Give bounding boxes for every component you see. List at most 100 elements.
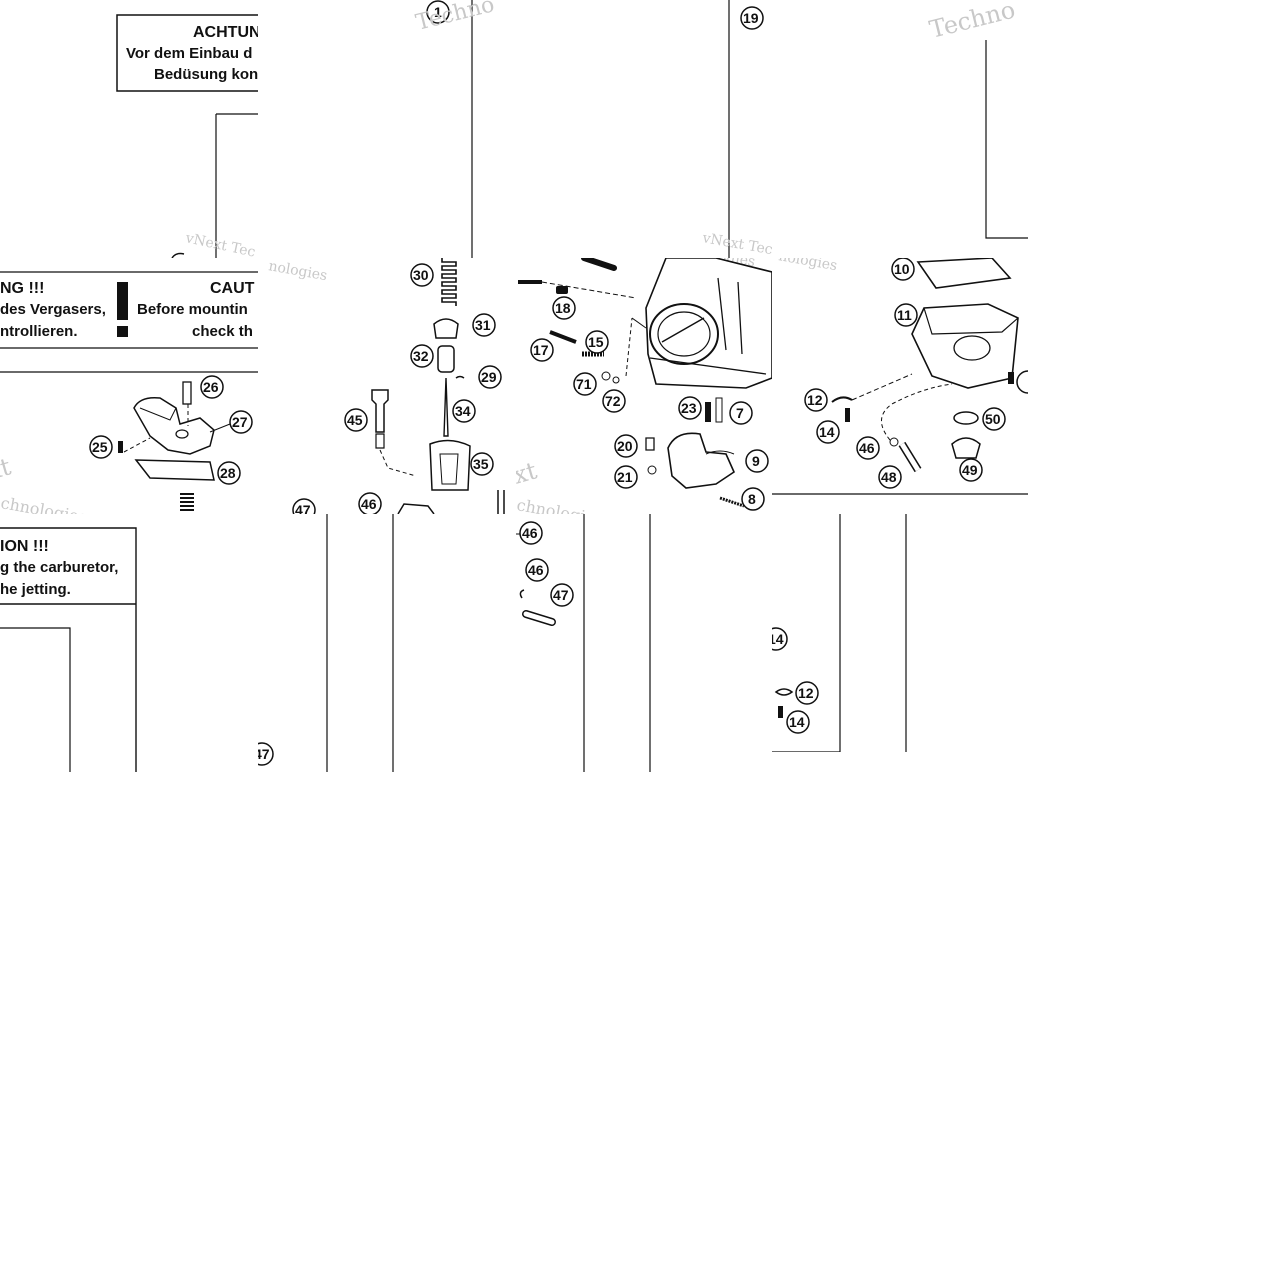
warning-de-line2: Bedüsung kon (154, 66, 258, 83)
spring-part (180, 493, 194, 511)
tile-bottom-left-svg: ION !!! g the carburetor, he jetting. (0, 527, 137, 772)
part-detail (661, 317, 705, 343)
exclamation-icon (117, 282, 128, 320)
tile-top-right: Techno (772, 0, 1028, 258)
callout-9: 9 (752, 453, 760, 469)
part-detail (953, 335, 991, 361)
callout-circle (856, 436, 880, 460)
float-bowl-part (911, 303, 1019, 389)
callout-47-bottom: 47 (258, 746, 270, 762)
tile-top-middle: 1 Techno (258, 0, 516, 258)
callout-circle (573, 372, 597, 396)
float-chamber-top (397, 503, 435, 514)
callout-circle (786, 710, 810, 734)
part-detail (649, 357, 767, 375)
callout-circle (550, 583, 574, 607)
callout-47: 47 (295, 502, 311, 514)
tile-bottom-right-svg: 14 12 14 (772, 514, 907, 752)
watermark: xt (516, 456, 540, 489)
tile-carb-body: nologies 18 17 15 71 72 (516, 258, 772, 514)
accelerator-pump-part (667, 432, 736, 489)
needle-part (443, 377, 449, 437)
drain-plug-part (951, 437, 981, 459)
callout-25: 25 (92, 439, 108, 455)
tile-bottom-right: 14 12 14 (772, 514, 1028, 752)
callout-circle (602, 389, 626, 413)
callout-circle (678, 396, 702, 420)
callout-circle (89, 435, 113, 459)
venturi-inner (657, 311, 711, 357)
callout-circle (525, 558, 549, 582)
tile-mid-left-svg: NG !!! des Vergasers, ntrollieren. CAUT … (0, 271, 258, 514)
warning-box-en (0, 527, 137, 772)
clip-holder-part (437, 345, 455, 373)
callout-circle (478, 365, 502, 389)
leader-line (851, 373, 913, 401)
frame-line (985, 40, 1028, 239)
callout-50: 50 (985, 411, 1001, 427)
tile-center-svg: nologies 30 31 32 29 34 45 35 (267, 258, 505, 514)
callout-circle (614, 434, 638, 458)
jet-part (371, 389, 389, 433)
watermark: chnologies (0, 493, 88, 514)
callout-15: 15 (588, 334, 604, 350)
leader-line (881, 383, 953, 441)
slide-spring-part (441, 258, 457, 306)
warning-en-title-left: ION !!! (0, 538, 49, 555)
callout-circle (772, 627, 788, 651)
spring-part (556, 286, 568, 294)
callout-32: 32 (413, 348, 429, 364)
callout-circle (344, 408, 368, 432)
frame-line (772, 514, 841, 752)
warning-box-de (116, 14, 258, 92)
tile-top-left-svg: ACHTUN Vor dem Einbau d Bedüsung kon vNe… (116, 14, 258, 258)
callout-49: 49 (962, 462, 978, 478)
o-ring-part (601, 371, 611, 381)
tile-bottom-center-right: 46 46 47 (516, 514, 772, 772)
callout-14-bottom-b: 14 (789, 714, 805, 730)
callout-47-bottom-b: 47 (553, 587, 569, 603)
cap-part (433, 318, 459, 339)
warning-de-title-left: NG !!! (0, 280, 44, 297)
exclamation-dot-icon (117, 326, 128, 337)
callout-10: 10 (894, 261, 910, 277)
callout-20: 20 (617, 438, 633, 454)
part-detail (923, 307, 1019, 335)
callout-30: 30 (413, 267, 429, 283)
tile-bottom-center-svg: 47 (258, 514, 394, 772)
frame-line (0, 627, 71, 772)
frame-line (215, 113, 258, 258)
callout-circle (741, 487, 765, 511)
callout-46-bottom-a: 46 (522, 525, 538, 541)
callout-7: 7 (736, 405, 744, 421)
warning-de-line2-left: ntrollieren. (0, 323, 78, 340)
bowl-gasket-part (916, 258, 1012, 289)
tile-carb-body-svg: nologies 18 17 15 71 72 (516, 258, 772, 514)
leader-line (209, 423, 231, 433)
tile-center: nologies 30 31 32 29 34 45 35 (258, 258, 516, 514)
callout-18: 18 (555, 300, 571, 316)
throttle-slide-part (429, 439, 471, 491)
warning-de-line1: Vor dem Einbau d (126, 45, 252, 62)
callout-circle (745, 449, 769, 473)
part-detail (439, 453, 459, 485)
callout-circle (804, 388, 828, 412)
jet-tip-part (375, 433, 385, 449)
screw-part (719, 496, 745, 508)
callout-circle (585, 330, 609, 354)
callout-46: 46 (859, 440, 875, 456)
callout-circle (614, 465, 638, 489)
venturi-bore (649, 303, 719, 365)
callout-circle (410, 263, 434, 287)
screw-part (118, 441, 123, 453)
pin-inner (899, 442, 921, 472)
callout-46-bottom-b: 46 (528, 562, 544, 578)
callout-71: 71 (576, 376, 592, 392)
callout-12: 12 (807, 392, 823, 408)
throttle-arm-part (133, 396, 215, 455)
watermark: vNext Tec (700, 230, 772, 258)
callout-46: 46 (361, 496, 377, 512)
callout-48: 48 (881, 469, 897, 485)
callout-circle (470, 452, 494, 476)
tile-top-right-svg: Techno (927, 0, 1028, 239)
